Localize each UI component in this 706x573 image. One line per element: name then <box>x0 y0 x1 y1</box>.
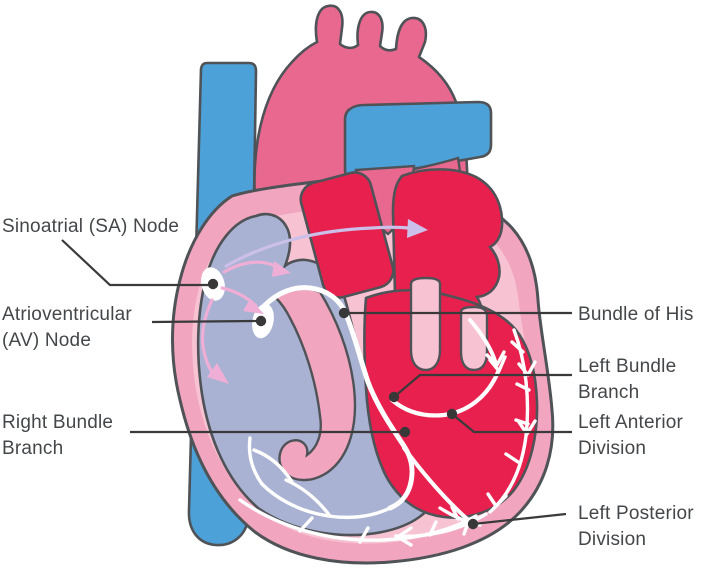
outflow-tract-finger <box>409 276 442 372</box>
label-left-anterior-division: Division <box>578 438 646 459</box>
leader-line <box>61 239 209 287</box>
left-bundle-branch-pathway <box>389 369 501 418</box>
chevron-arrow-icon <box>486 492 508 508</box>
label-atrioventricular-node: Atrioventricular <box>2 304 132 325</box>
label-left-anterior-division: Left Anterior <box>578 412 684 433</box>
label-bundle-of-his: Bundle of His <box>578 304 694 325</box>
fiber-line <box>488 328 530 514</box>
fiber-line <box>247 436 264 486</box>
label-sinoatrial-node: Sinoatrial (SA) Node <box>2 216 179 237</box>
chevron-arrow-icon <box>488 355 507 373</box>
label-right-bundle-branch: Branch <box>2 438 63 459</box>
outflow-tract-finger <box>459 305 489 372</box>
left-ventricle-chamber <box>363 288 539 519</box>
leader-line <box>151 319 259 324</box>
fiber-line <box>238 498 478 542</box>
label-left-bundle-branch: Left Bundle <box>578 356 676 377</box>
bundle-of-his-pathway <box>261 285 415 511</box>
left-atrium-chamber <box>299 171 395 299</box>
impulse-arrow <box>224 225 410 268</box>
fiber-line <box>504 452 520 464</box>
label-dot <box>388 391 400 403</box>
fiber-line <box>298 516 314 533</box>
fiber-line <box>510 340 525 354</box>
label-left-posterior-division: Left Posterior <box>578 503 694 524</box>
fiber-line <box>252 448 294 484</box>
impulse-arrowhead-icon <box>243 299 264 314</box>
label-left-posterior-division: Division <box>578 529 646 550</box>
fiber-line <box>462 521 470 536</box>
label-dot <box>399 426 411 438</box>
label-dot <box>255 315 267 327</box>
fiber-line <box>450 505 460 521</box>
label-dot <box>338 307 350 319</box>
labels: Sinoatrial (SA) Node Atrioventricular (A… <box>2 216 694 550</box>
fiber-line <box>358 526 370 544</box>
chevron-arrow-icon <box>517 419 537 436</box>
fiber-line <box>260 482 392 520</box>
impulse-arrow <box>222 260 279 274</box>
chevron-arrow-icon <box>396 526 413 547</box>
purkinje-fibers <box>238 328 531 544</box>
fiber-line <box>515 382 531 392</box>
label-atrioventricular-node: (AV) Node <box>2 330 91 351</box>
leader-line <box>472 512 567 526</box>
label-dot <box>446 408 458 420</box>
interatrial-arrow <box>224 219 428 268</box>
impulse-arrow <box>200 298 216 378</box>
leader-line <box>451 413 572 434</box>
label-dot <box>207 278 219 290</box>
impulse-arrowhead-icon <box>272 261 291 277</box>
impulse-arrowhead-icon <box>407 219 428 238</box>
fiber-line <box>394 512 488 539</box>
leader-lines <box>61 239 572 526</box>
leader-dots <box>207 278 479 530</box>
impulse-arrows <box>200 260 291 384</box>
label-left-bundle-branch: Branch <box>578 382 639 403</box>
chevron-arrow-icon <box>485 350 506 367</box>
impulse-arrowhead-icon <box>207 363 229 384</box>
label-dot <box>467 518 479 530</box>
label-right-bundle-branch: Right Bundle <box>2 412 113 433</box>
leader-line <box>393 373 572 398</box>
